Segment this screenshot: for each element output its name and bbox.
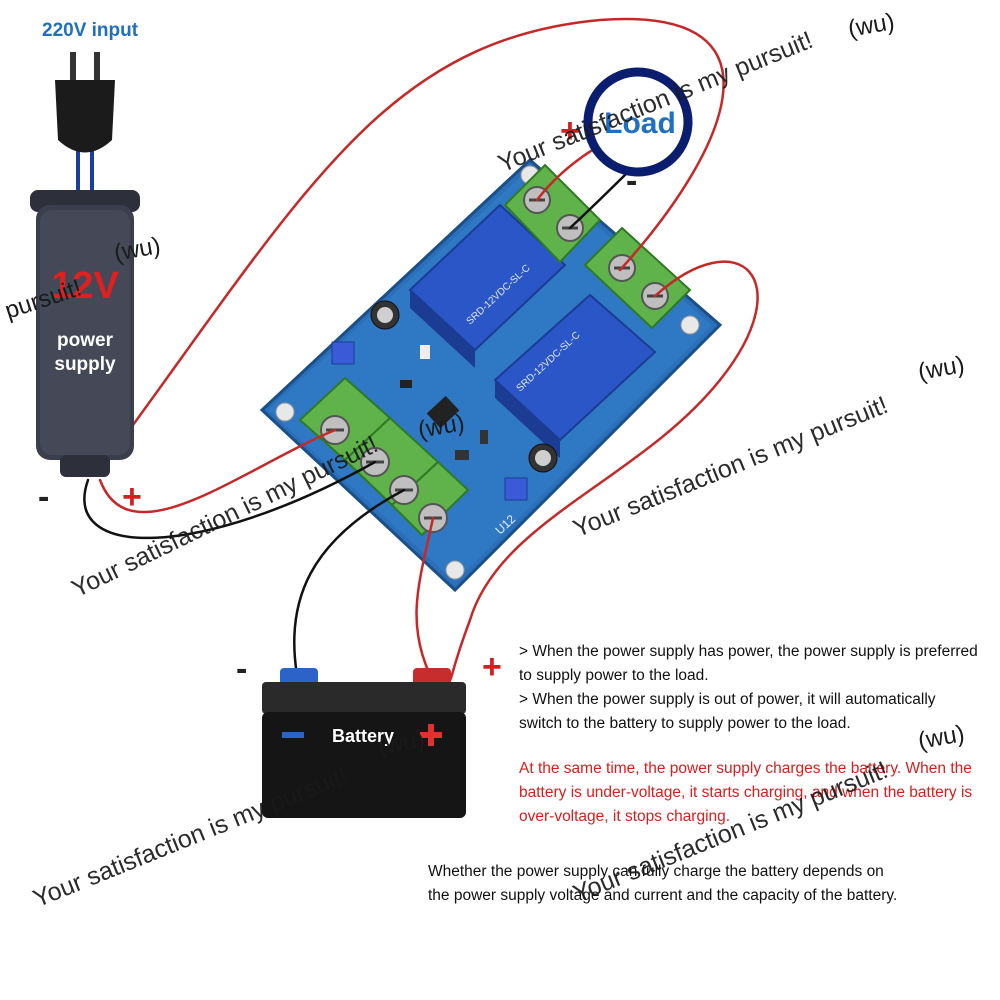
battery-label: Battery	[331, 726, 395, 746]
load-plus-mark: +	[560, 112, 580, 150]
terminal-block-input	[298, 376, 470, 537]
psu-label-line2: supply	[54, 354, 116, 375]
red-wire-psu-positive	[98, 428, 337, 514]
load-minus-mark: -	[626, 162, 638, 200]
red-wire-loop	[98, 17, 725, 472]
red-wire-battery-loop	[430, 260, 759, 684]
notes: > When the power supply has power, the p…	[519, 640, 979, 736]
relay-1: SRD-12VDC-SL-C	[408, 203, 567, 368]
load-label: Load	[604, 107, 676, 140]
psu-voltage: 12V	[51, 265, 119, 307]
charging-note: At the same time, the power supply charg…	[519, 760, 973, 825]
black-wire-psu-negative	[83, 460, 377, 540]
potentiometer	[331, 341, 355, 365]
load: Load	[583, 67, 693, 177]
capacity-note: Whether the power supply can fully charg…	[428, 863, 898, 904]
psu-label-line1: power	[57, 330, 113, 351]
battery-plus-mark: +	[482, 648, 502, 686]
psu-minus-mark: -	[38, 478, 50, 516]
red-wire-battery-positive	[415, 516, 435, 677]
note-1: > When the power supply has power, the p…	[519, 643, 978, 684]
potentiometer	[504, 477, 528, 501]
black-wire-battery-negative	[293, 488, 406, 677]
ic-chip	[426, 395, 460, 429]
note-2: > When the power supply is out of power,…	[519, 691, 936, 732]
battery	[262, 668, 466, 818]
power-supply	[30, 190, 140, 477]
battery-minus-mark: -	[236, 650, 248, 688]
relay-2: SRD-12VDC-SL-C	[493, 293, 657, 458]
psu-plus-mark: +	[122, 478, 142, 516]
relay-board: SRD-12VDC-SL-C SRD-12VDC-SL-C U12	[259, 157, 723, 593]
wires	[76, 17, 759, 684]
ac-plug	[55, 52, 115, 153]
ac-input-label: 220V input	[42, 20, 139, 41]
